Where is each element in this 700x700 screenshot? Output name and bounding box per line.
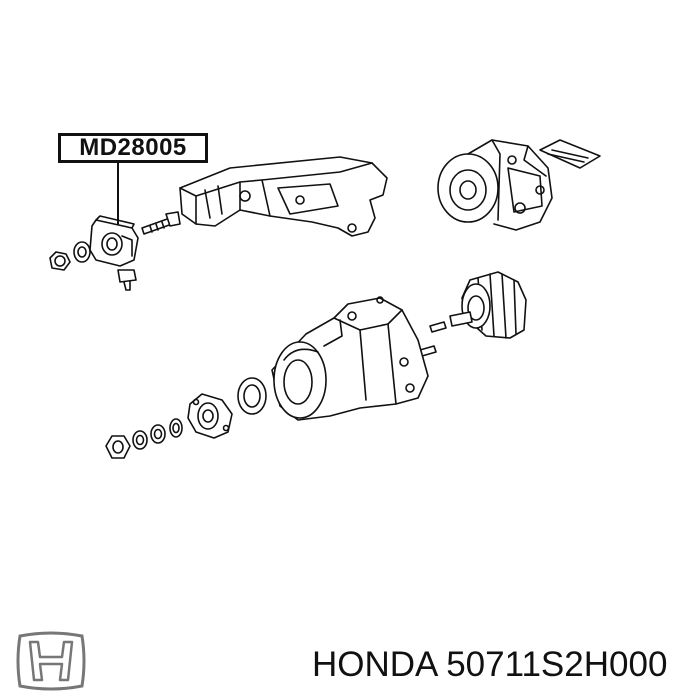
flange-nut (105, 435, 131, 459)
part-number-caption: HONDA 50711S2H000 (312, 640, 697, 690)
dowel-pin-upper (429, 321, 447, 333)
differential-housing (271, 296, 429, 421)
lock-nut (49, 251, 71, 271)
honda-h-logo-icon (16, 631, 86, 691)
washer (73, 241, 91, 263)
stud-bolt (141, 211, 181, 235)
part-callout-label: MD28005 (58, 133, 208, 163)
cover-gasket (539, 139, 601, 169)
subframe-bracket (179, 156, 388, 237)
flange-washer-1 (132, 430, 148, 450)
flange-washer-3 (169, 418, 183, 438)
differential-mount (89, 215, 139, 267)
flange-washer-2 (150, 424, 166, 444)
brand-name: HONDA (312, 645, 437, 684)
companion-flange (187, 393, 233, 439)
rear-cover-assembly (437, 139, 553, 231)
oil-seal (237, 377, 267, 415)
oem-part-number: 50711S2H000 (446, 645, 668, 684)
mount-bolt (117, 269, 137, 291)
differential-carrier (449, 271, 527, 339)
